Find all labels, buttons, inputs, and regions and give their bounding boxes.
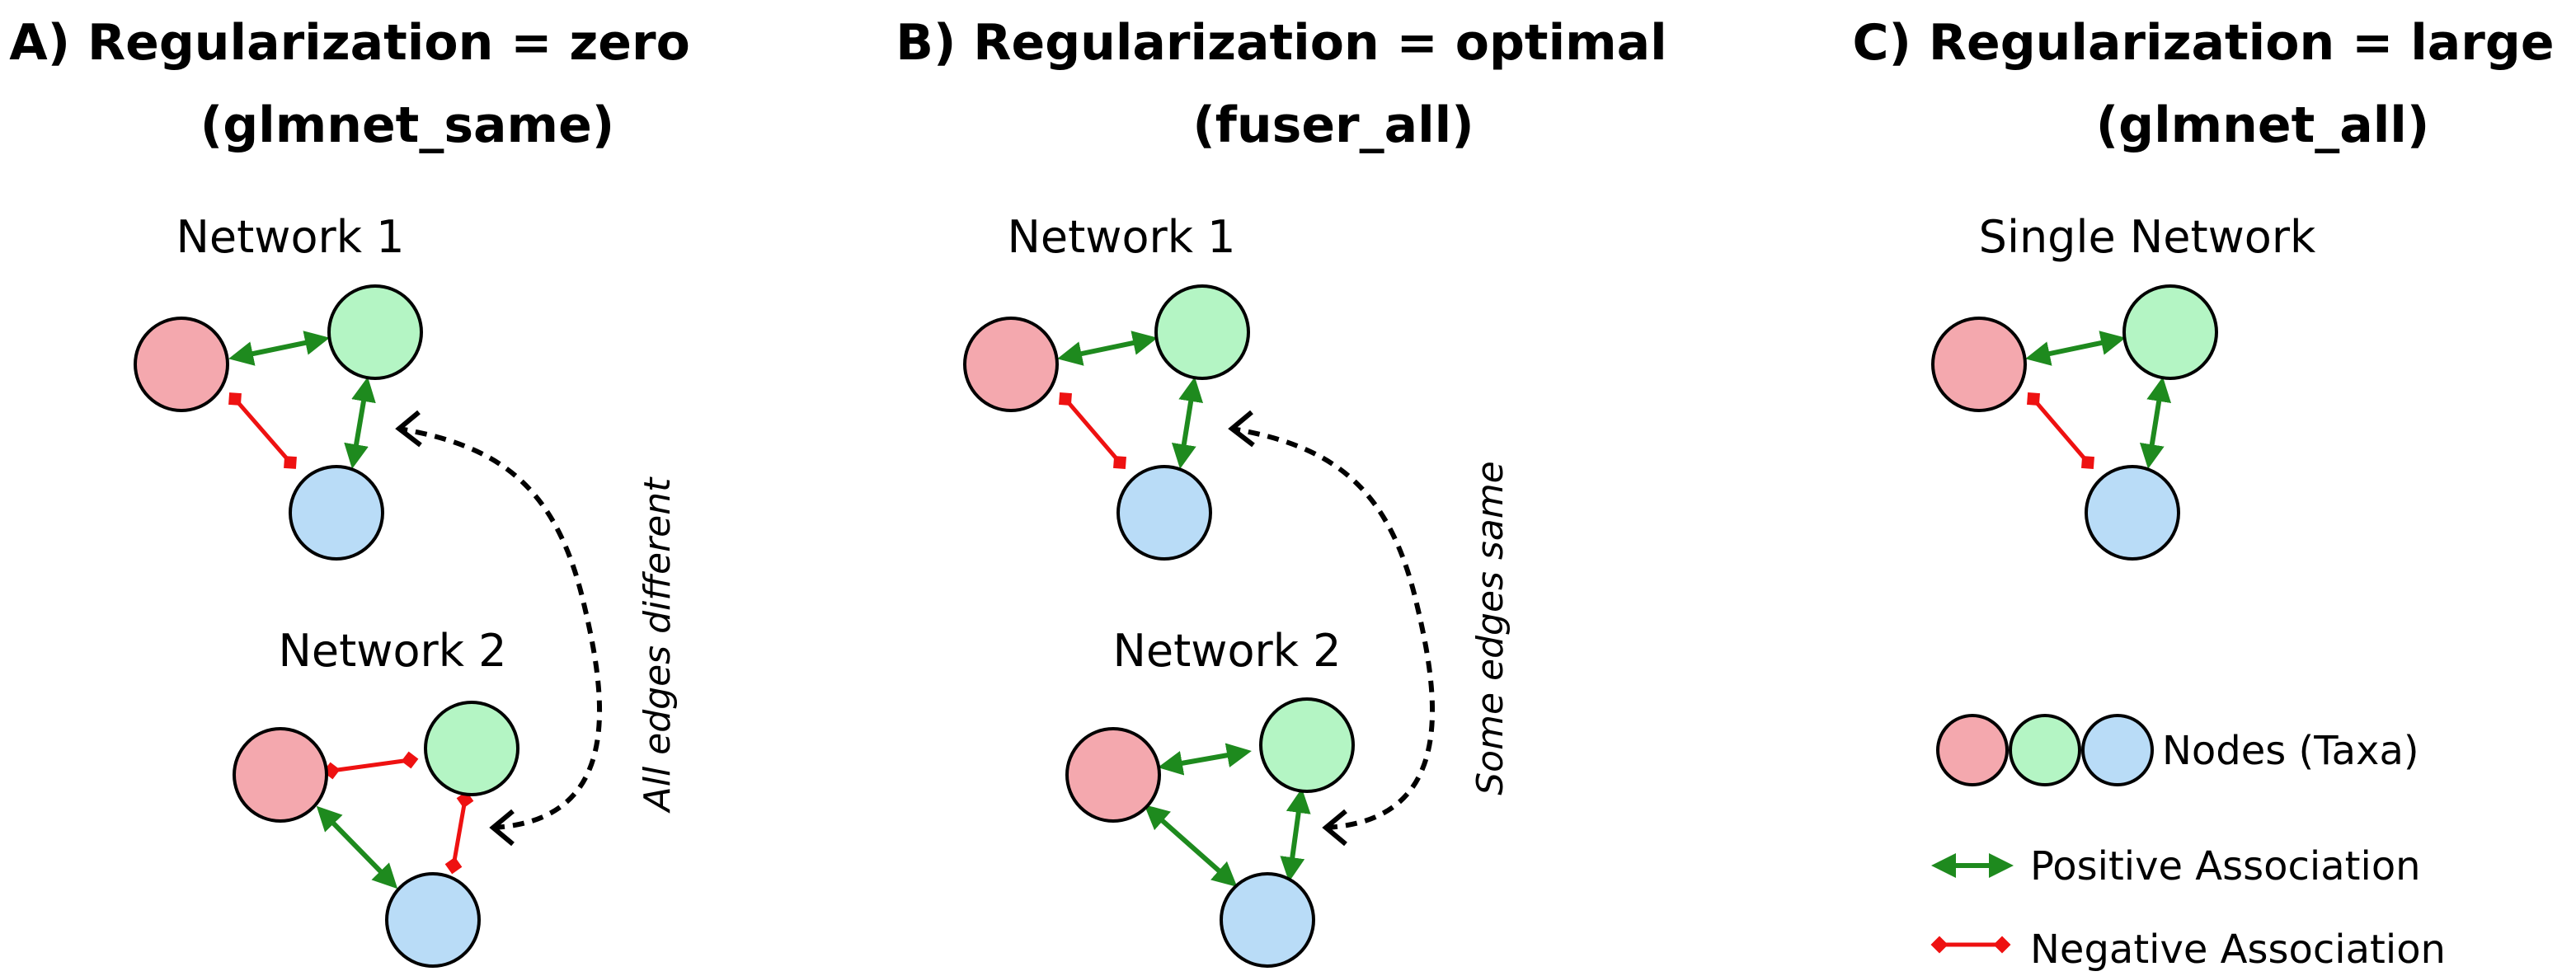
edge-red-green bbox=[228, 331, 330, 366]
edge-red-blue bbox=[1144, 805, 1238, 887]
panel-b-network1-label: Network 1 bbox=[1008, 211, 1236, 263]
edge-red-green bbox=[1057, 331, 1158, 366]
edge-red-green bbox=[2025, 331, 2126, 366]
panel-a-network1 bbox=[134, 284, 423, 561]
panel-c-title-line2: (glmnet_all) bbox=[2096, 96, 2430, 154]
node-blue bbox=[385, 872, 481, 968]
node-green bbox=[1154, 284, 1250, 380]
panel-c-title-line1: C) Regularization = large bbox=[1852, 14, 2554, 72]
node-blue bbox=[1220, 872, 1315, 968]
panel-b-title-line2: (fuser_all) bbox=[1192, 96, 1474, 154]
panel-b-network1 bbox=[963, 284, 1250, 561]
node-green bbox=[424, 701, 519, 796]
edge-red-green bbox=[1158, 743, 1252, 776]
panel-b-annotation: Some edges same bbox=[1469, 461, 1511, 795]
edge-red-blue bbox=[316, 805, 398, 889]
legend-node-blue bbox=[2081, 714, 2154, 786]
edge-red-blue bbox=[2027, 392, 2094, 469]
edge-green-blue bbox=[444, 791, 474, 875]
legend: Nodes (Taxa) Positive Association Negati… bbox=[1930, 714, 2446, 973]
edge-green-blue bbox=[1171, 377, 1204, 469]
edge-red-green bbox=[322, 751, 419, 780]
node-red bbox=[233, 727, 328, 823]
node-green bbox=[1259, 697, 1355, 793]
panel-a-title-line1: A) Regularization = zero bbox=[9, 14, 690, 72]
panel-a-title-line2: (glmnet_same) bbox=[200, 96, 614, 154]
node-red bbox=[963, 317, 1059, 412]
node-green bbox=[2122, 284, 2218, 380]
panel-b: B) Regularization = optimal (fuser_all) … bbox=[895, 14, 1667, 968]
legend-node-red bbox=[1936, 714, 2009, 786]
panel-b-connector-head-bottom bbox=[1322, 809, 1347, 847]
panel-a-network2 bbox=[233, 701, 519, 968]
legend-nodes-label: Nodes (Taxa) bbox=[2162, 728, 2419, 774]
panel-c-network-label: Single Network bbox=[1979, 211, 2316, 263]
node-red bbox=[1065, 727, 1161, 823]
node-green bbox=[327, 284, 423, 380]
panel-a-network2-label: Network 2 bbox=[279, 625, 507, 677]
node-blue bbox=[2085, 465, 2180, 561]
edge-green-blue bbox=[2139, 377, 2172, 469]
panel-a-connector-head-bottom bbox=[489, 809, 515, 847]
panel-a-annotation: All edges different bbox=[637, 476, 679, 814]
edge-green-blue bbox=[344, 377, 376, 469]
panel-a: A) Regularization = zero (glmnet_same) N… bbox=[9, 14, 690, 968]
panel-b-title-line1: B) Regularization = optimal bbox=[895, 14, 1666, 72]
panel-a-network1-label: Network 1 bbox=[176, 211, 405, 263]
node-blue bbox=[1116, 465, 1212, 561]
edge-red-blue bbox=[228, 392, 297, 469]
node-red bbox=[134, 317, 229, 412]
panel-b-connector-head-top bbox=[1228, 410, 1255, 448]
panel-c-network bbox=[1931, 284, 2218, 561]
panel-c: C) Regularization = large (glmnet_all) S… bbox=[1852, 14, 2554, 973]
panel-b-network2 bbox=[1065, 697, 1355, 968]
legend-negative-label: Negative Association bbox=[2030, 927, 2446, 973]
panel-a-connector-head-top bbox=[395, 410, 422, 448]
edge-red-blue bbox=[1059, 392, 1126, 469]
panel-b-network2-label: Network 2 bbox=[1113, 625, 1342, 677]
legend-node-green bbox=[2009, 714, 2081, 786]
edge-green-blue bbox=[1280, 788, 1311, 882]
node-blue bbox=[289, 465, 384, 561]
node-red bbox=[1931, 317, 2027, 412]
legend-positive-label: Positive Association bbox=[2030, 843, 2421, 889]
